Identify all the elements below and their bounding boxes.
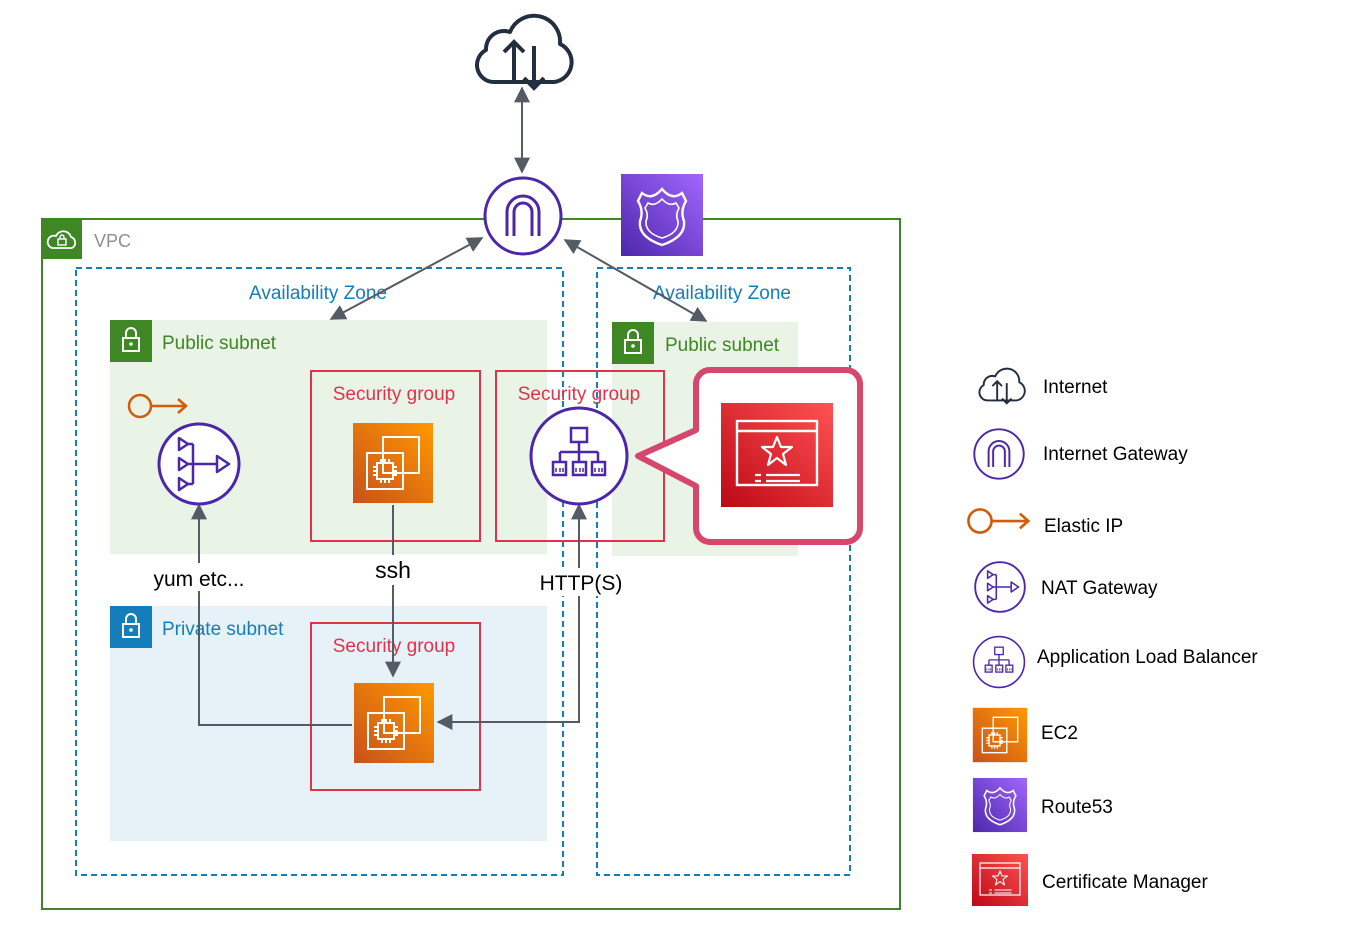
- public-subnet-left-lock-icon: [109, 319, 153, 363]
- private-subnet-label: Private subnet: [162, 619, 284, 640]
- edge-igw-az-left: [329, 237, 484, 320]
- legend-label: Route53: [1041, 797, 1113, 818]
- legend-certificate-manager-icon: [971, 853, 1029, 907]
- legend-item-internet: Internet: [978, 367, 1108, 405]
- legend-elastic-ip-icon: [967, 508, 1030, 534]
- availability-zone-right-label: Availability Zone: [653, 283, 791, 304]
- legend-item-route53: Route53: [972, 777, 1113, 833]
- legend-load-balancer-icon: [972, 635, 1026, 689]
- public-subnet-right-label: Public subnet: [665, 335, 780, 356]
- certificate-manager-icon: [719, 401, 835, 509]
- edge-http-label-bg: [533, 568, 629, 596]
- legend-item-internet-gateway: Internet Gateway: [973, 428, 1188, 480]
- legend-label: Application Load Balancer: [1037, 647, 1258, 668]
- legend-cloud-icon: [978, 367, 1026, 405]
- vpc-icon: [42, 219, 82, 259]
- route53-icon: [619, 172, 705, 258]
- legend-label: Certificate Manager: [1042, 872, 1208, 893]
- legend-internet-gateway-icon: [973, 428, 1025, 480]
- public-subnet-right-lock-icon: [611, 321, 655, 365]
- internet-gateway-icon: [483, 176, 563, 256]
- security-group-public-ec2: [310, 370, 481, 542]
- legend-label: EC2: [1041, 723, 1078, 744]
- private-subnet-lock-icon: [109, 605, 153, 649]
- legend-label: Internet Gateway: [1043, 444, 1188, 465]
- internet-cloud-icon: [475, 13, 574, 90]
- edge-yum-label: yum etc...: [153, 568, 244, 591]
- application-load-balancer-icon: [529, 406, 629, 506]
- legend-label: NAT Gateway: [1041, 578, 1158, 599]
- legend-item-certificate-manager: Certificate Manager: [971, 853, 1208, 907]
- legend-item-elastic-ip: Elastic IP: [967, 508, 1123, 537]
- edge-igw-az-right: [563, 239, 708, 322]
- legend: Internet Internet Gateway Elastic IP NAT…: [967, 367, 1258, 907]
- legend-nat-gateway-icon: [974, 561, 1026, 613]
- legend-label: Internet: [1043, 377, 1108, 398]
- legend-ec2-icon: [972, 707, 1028, 763]
- edge-ssh-label-bg: [368, 555, 418, 585]
- ec2-public-icon: [352, 422, 434, 504]
- legend-route53-icon: [972, 777, 1028, 833]
- ec2-private-icon: [353, 682, 435, 764]
- security-group-public-ec2-label: Security group: [333, 384, 456, 405]
- edge-ssh-label: ssh: [375, 557, 411, 583]
- public-subnet-left-label: Public subnet: [162, 333, 277, 354]
- edge-http-label: HTTP(S): [540, 572, 623, 595]
- edge-yum-label-bg: [145, 563, 255, 591]
- vpc-label: VPC: [94, 231, 131, 251]
- legend-item-nat-gateway: NAT Gateway: [974, 561, 1158, 613]
- vpc-boundary: [41, 218, 901, 910]
- legend-label: Elastic IP: [1044, 516, 1123, 537]
- security-group-alb-label: Security group: [518, 384, 641, 405]
- legend-item-ec2: EC2: [972, 707, 1078, 763]
- legend-item-application-load-balancer: Application Load Balancer: [972, 635, 1258, 689]
- nat-gateway-icon: [157, 422, 241, 506]
- private-subnet: [110, 606, 547, 841]
